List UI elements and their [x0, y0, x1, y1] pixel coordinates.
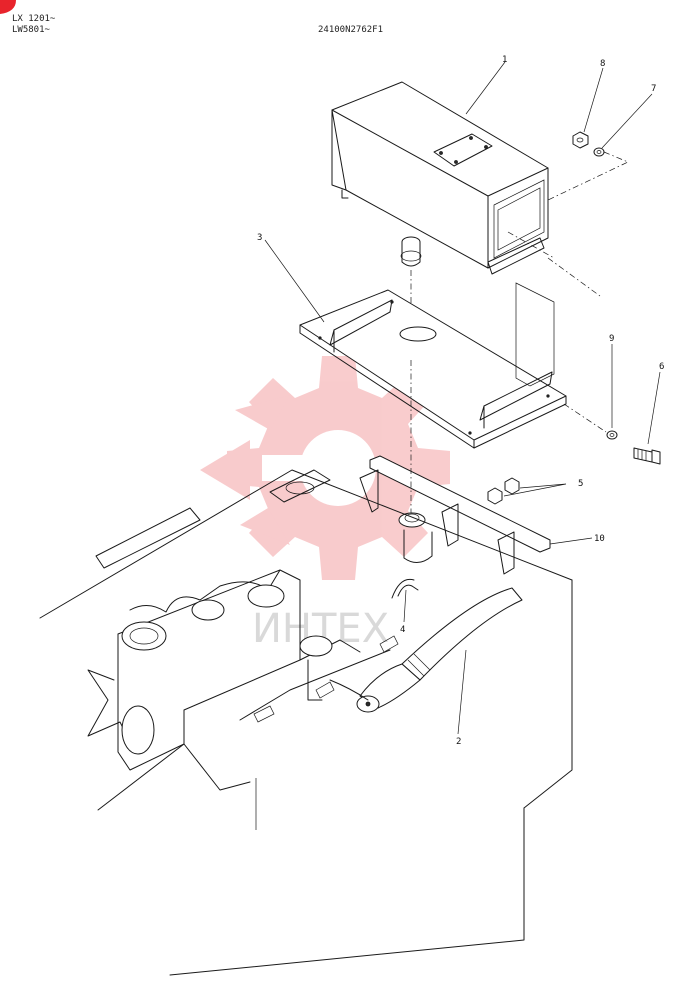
corner-badge-icon — [0, 0, 16, 14]
part-2-hose — [356, 587, 523, 713]
part-8-nut — [572, 131, 589, 149]
grommet — [400, 236, 422, 320]
gear-logo-icon — [200, 356, 450, 580]
model-line-1: LX 1201~ — [12, 14, 56, 24]
callout-7: 7 — [651, 84, 656, 94]
callout-4: 4 — [400, 625, 405, 635]
part-6-bolt — [633, 447, 661, 465]
part-4-clip — [391, 578, 419, 599]
side-bracket — [515, 282, 555, 387]
part-7-washer — [593, 147, 605, 157]
part-3-plate — [299, 289, 567, 449]
callout-6: 6 — [659, 362, 664, 372]
callout-3: 3 — [257, 233, 262, 243]
part-9-washer — [606, 430, 618, 440]
callout-8: 8 — [600, 59, 605, 69]
part-5-nuts — [487, 477, 520, 505]
part-1-housing — [331, 81, 549, 275]
callout-10: 10 — [594, 534, 605, 544]
engine-body — [39, 469, 573, 976]
callout-9: 9 — [609, 334, 614, 344]
drawing-code: 24100N2762F1 — [318, 25, 384, 35]
part-10-bracket — [359, 455, 551, 575]
hose-fitting — [398, 512, 426, 528]
callout-5: 5 — [578, 479, 583, 489]
callout-1: 1 — [502, 55, 507, 65]
model-line-2: LW5801~ — [12, 25, 50, 35]
callout-2: 2 — [456, 737, 461, 747]
callout-leaders — [264, 61, 661, 735]
